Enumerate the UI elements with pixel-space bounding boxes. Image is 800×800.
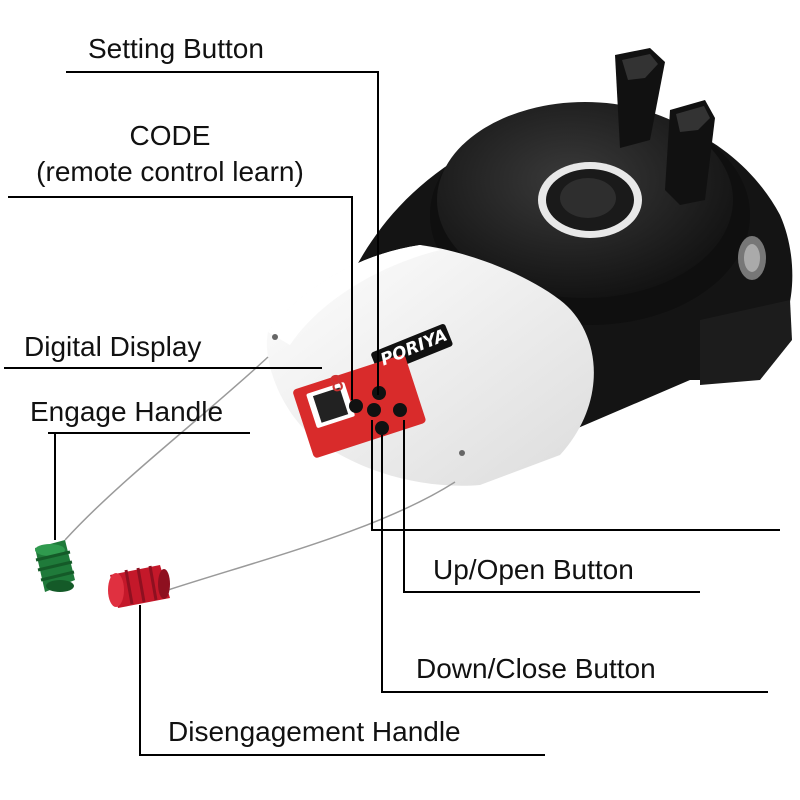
pull-cords xyxy=(64,356,456,591)
leader-up-open xyxy=(371,420,780,531)
leader-setting-button xyxy=(66,71,379,395)
label-code-line1: CODE xyxy=(129,120,211,151)
leader-code xyxy=(8,196,353,400)
label-code-line2: (remote control learn) xyxy=(36,156,304,187)
leader-down-close xyxy=(381,435,768,693)
label-disengagement-handle: Disengagement Handle xyxy=(168,716,461,747)
leader-up-open-2 xyxy=(403,420,700,593)
disengage-handle-knob xyxy=(108,565,170,608)
leader-disengagement-handle xyxy=(139,605,545,756)
label-up-open-button: Up/Open Button xyxy=(433,554,634,585)
label-code: CODE (remote control learn) xyxy=(10,122,330,186)
label-digital-display: Digital Display xyxy=(24,331,202,362)
engage-handle-knob xyxy=(35,540,75,592)
leader-lines xyxy=(4,71,780,756)
side-gear xyxy=(738,236,766,280)
label-setting-button: Setting Button xyxy=(88,33,264,64)
label-down-close-button: Down/Close Button xyxy=(416,653,656,684)
mounting-posts xyxy=(615,48,715,205)
panel-buttons xyxy=(349,386,407,435)
leader-engage-handle xyxy=(48,432,250,540)
label-engage-handle: Engage Handle xyxy=(30,396,224,427)
